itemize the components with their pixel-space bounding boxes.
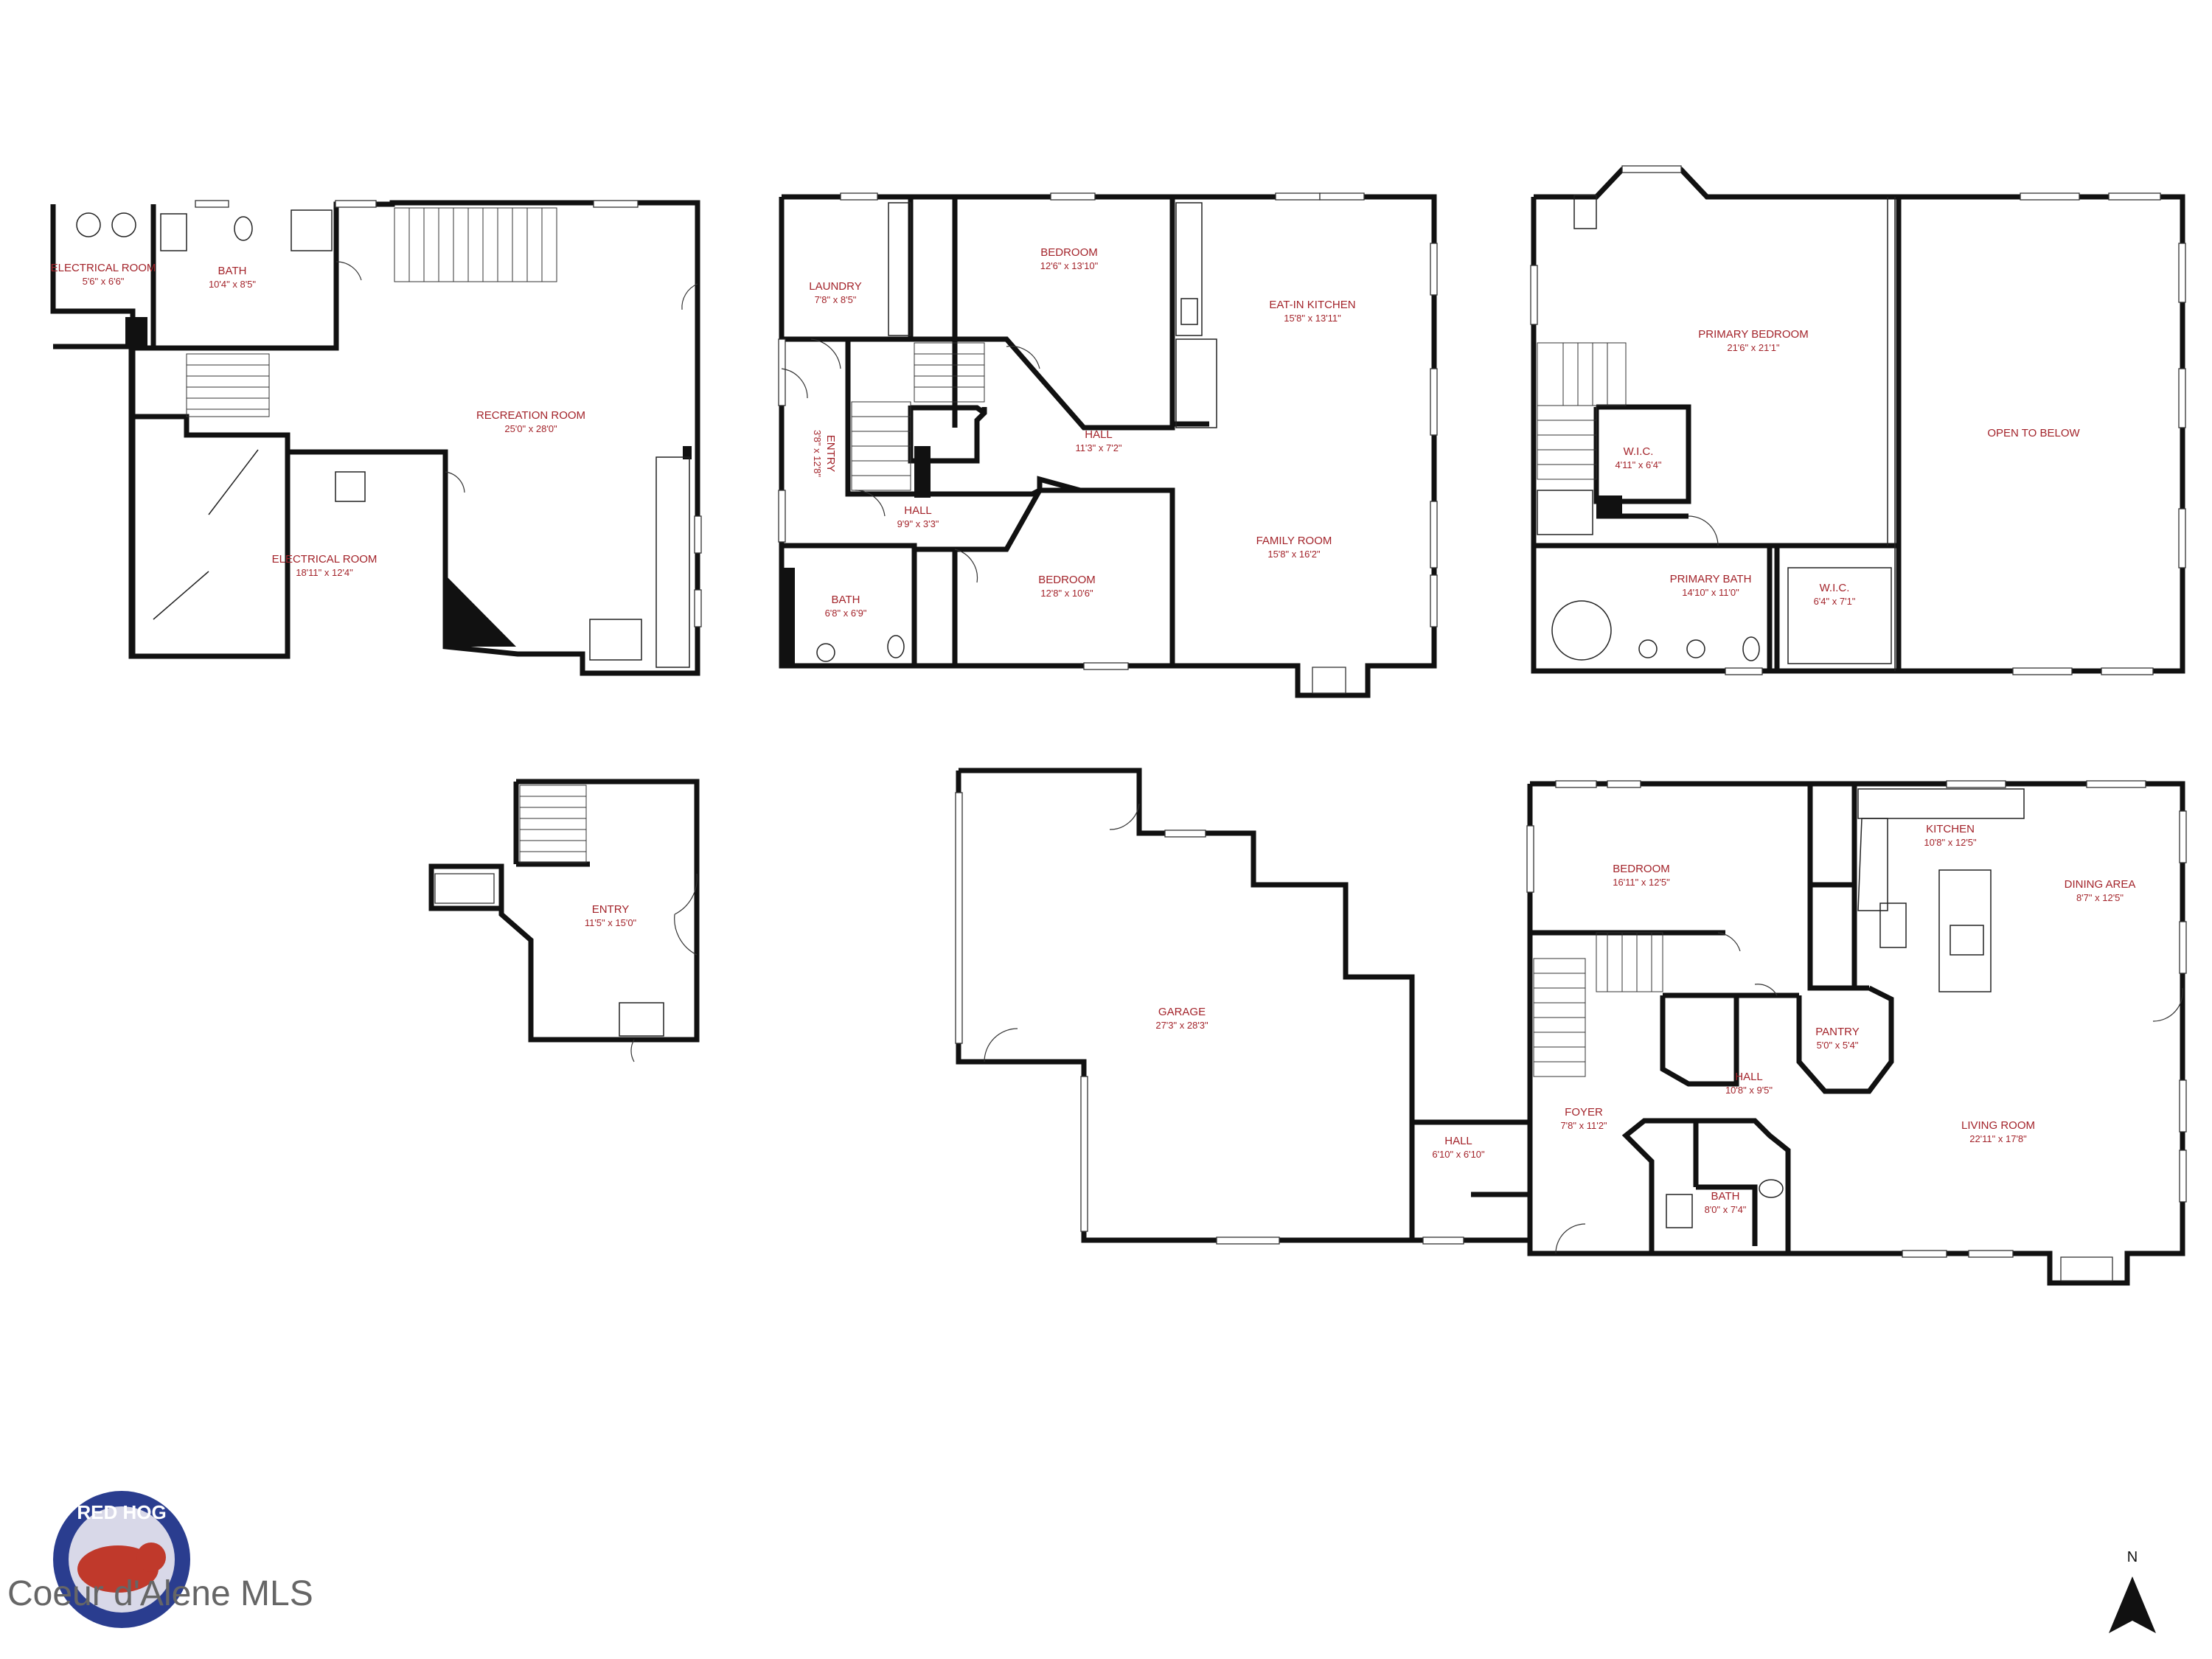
north-compass: N xyxy=(2109,1549,2156,1633)
door-icon xyxy=(1109,803,1140,830)
door-icon xyxy=(674,914,698,956)
door-icon xyxy=(445,471,465,493)
room-dimensions: 6'10" x 6'10" xyxy=(1432,1149,1485,1160)
door-icon xyxy=(781,368,808,399)
room-dimensions: 10'4" x 8'5" xyxy=(209,279,256,290)
middle-stairs xyxy=(851,342,985,491)
room-dimensions: 11'3" x 7'2" xyxy=(1075,442,1121,453)
room-name: ENTRY xyxy=(824,435,837,473)
door-icon xyxy=(855,490,886,517)
room-name: RECREATION ROOM xyxy=(476,409,585,422)
door-icon xyxy=(810,338,841,369)
room-name: EAT-IN KITCHEN xyxy=(1269,299,1355,311)
room-name: PANTRY xyxy=(1815,1026,1859,1038)
room-dimensions: 11'5" x 15'0" xyxy=(585,917,637,928)
door-icon xyxy=(1717,932,1741,952)
tub-icon xyxy=(1551,600,1612,661)
room-name: BEDROOM xyxy=(1613,863,1670,875)
room-name: OPEN TO BELOW xyxy=(1987,427,2080,439)
room-name: HALL xyxy=(1444,1135,1472,1147)
room-dimensions: 16'11" x 12'5" xyxy=(1613,877,1670,888)
room-dimensions: 9'9" x 3'3" xyxy=(897,518,939,529)
room-dimensions: 10'8" x 9'5" xyxy=(1725,1085,1773,1096)
water-heater-icon xyxy=(111,212,136,237)
room-dimensions: 15'8" x 16'2" xyxy=(1267,549,1321,560)
room-name: LIVING ROOM xyxy=(1961,1119,2035,1132)
room-dimensions: 12'6" x 13'10" xyxy=(1040,260,1099,271)
top-stairs xyxy=(1537,342,1627,480)
garage-floor-plan xyxy=(955,768,1533,1245)
room-name: HALL xyxy=(1085,428,1113,441)
room-dimensions: 8'7" x 12'5" xyxy=(2076,892,2124,903)
room-dimensions: 15'8" x 13'11" xyxy=(1284,313,1341,324)
room-dimensions: 12'8" x 10'6" xyxy=(1040,588,1093,599)
room-dimensions: 4'11" x 6'4" xyxy=(1615,459,1661,470)
door-icon xyxy=(1754,984,1778,996)
room-dimensions: 10'8" x 12'5" xyxy=(1924,837,1977,848)
red-hog-logo: RED HOG xyxy=(50,1488,193,1631)
room-dimensions: 7'8" x 8'5" xyxy=(815,294,857,305)
basement-floor-plan xyxy=(50,200,702,676)
room-dimensions: 5'0" x 5'4" xyxy=(1817,1040,1859,1051)
room-dimensions: 6'4" x 7'1" xyxy=(1814,596,1856,607)
door-icon xyxy=(954,549,978,583)
room-name: KITCHEN xyxy=(1926,823,1975,835)
room-name: HALL xyxy=(1735,1071,1763,1083)
door-icon xyxy=(984,1028,1018,1062)
room-name: DINING AREA xyxy=(2065,878,2136,891)
room-dimensions: 5'6" x 6'6" xyxy=(83,276,125,287)
door-icon xyxy=(681,283,698,310)
entry-stairs xyxy=(519,785,587,863)
door-icon xyxy=(1688,515,1719,546)
basement-stairs xyxy=(186,207,557,417)
room-name: BATH xyxy=(218,265,247,277)
door-icon xyxy=(674,873,698,915)
room-dimensions: 14'10" x 11'0" xyxy=(1682,587,1739,598)
room-dimensions: 25'0" x 28'0" xyxy=(504,423,557,434)
room-name: BATH xyxy=(832,594,860,606)
main-floor-plan xyxy=(1471,780,2187,1286)
entry-floor-plan xyxy=(428,779,700,1062)
room-name: W.I.C. xyxy=(1624,445,1654,458)
room-name: ELECTRICAL ROOM xyxy=(272,553,378,566)
room-dimensions: 27'3" x 28'3" xyxy=(1155,1020,1208,1031)
room-dimensions: 8'0" x 7'4" xyxy=(1705,1204,1747,1215)
room-name: FAMILY ROOM xyxy=(1256,535,1332,547)
room-name: HALL xyxy=(904,504,932,517)
door-icon xyxy=(2152,987,2183,1022)
room-name: BATH xyxy=(1711,1190,1740,1203)
room-dimensions: 3'8" x 12'8" xyxy=(812,430,823,477)
door-icon xyxy=(335,261,362,281)
room-name: PRIMARY BEDROOM xyxy=(1698,328,1808,341)
room-dimensions: 22'11" x 17'8" xyxy=(1969,1133,2027,1144)
mls-watermark: Coeur d'Alene MLS xyxy=(7,1574,313,1613)
room-name: BEDROOM xyxy=(1038,574,1096,586)
door-icon xyxy=(1006,345,1040,369)
room-dimensions: 6'8" x 6'9" xyxy=(825,608,867,619)
room-name: ELECTRICAL ROOM xyxy=(51,262,156,274)
water-heater-icon xyxy=(76,212,101,237)
top-floor-plan xyxy=(1530,165,2186,675)
room-name: W.I.C. xyxy=(1820,582,1850,594)
room-name: PRIMARY BATH xyxy=(1670,573,1752,585)
room-name: GARAGE xyxy=(1158,1006,1206,1018)
door-icon xyxy=(630,1039,635,1062)
room-labels: ELECTRICAL ROOM 5'6" x 6'6" BATH 10'4" x… xyxy=(51,246,2136,1215)
logo-text: RED HOG xyxy=(77,1501,166,1523)
room-name: LAUNDRY xyxy=(809,280,861,293)
room-dimensions: 21'6" x 21'1" xyxy=(1727,342,1780,353)
middle-floor-plan xyxy=(778,192,1438,698)
main-stairs xyxy=(1533,932,1663,1077)
room-name: FOYER xyxy=(1565,1106,1603,1119)
room-dimensions: 7'8" x 11'2" xyxy=(1560,1120,1607,1131)
room-name: ENTRY xyxy=(592,903,630,916)
room-dimensions: 18'11" x 12'4" xyxy=(296,567,353,578)
compass-label: N xyxy=(2127,1549,2138,1565)
room-name: BEDROOM xyxy=(1040,246,1098,259)
door-icon xyxy=(1555,1223,1586,1254)
north-arrow-icon xyxy=(2109,1576,2156,1633)
